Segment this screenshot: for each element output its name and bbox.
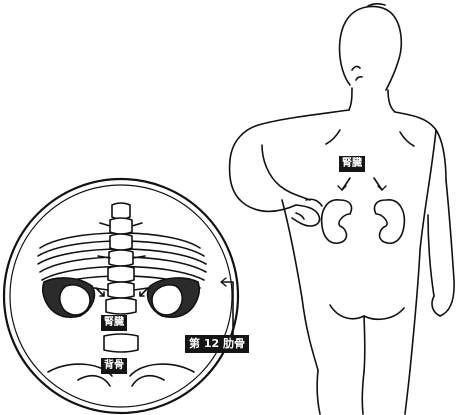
rib12-label: 第 12 肋骨 (185, 335, 249, 353)
kidney-label-inset: 腎臓 (101, 315, 127, 331)
left-kidney-outline (322, 200, 352, 243)
right-kidney-outline (374, 200, 404, 243)
kidney-label-back: 腎臓 (339, 156, 365, 172)
magnified-inset (4, 179, 238, 413)
human-back-figure (230, 4, 455, 414)
spine-label: 背骨 (101, 358, 127, 374)
